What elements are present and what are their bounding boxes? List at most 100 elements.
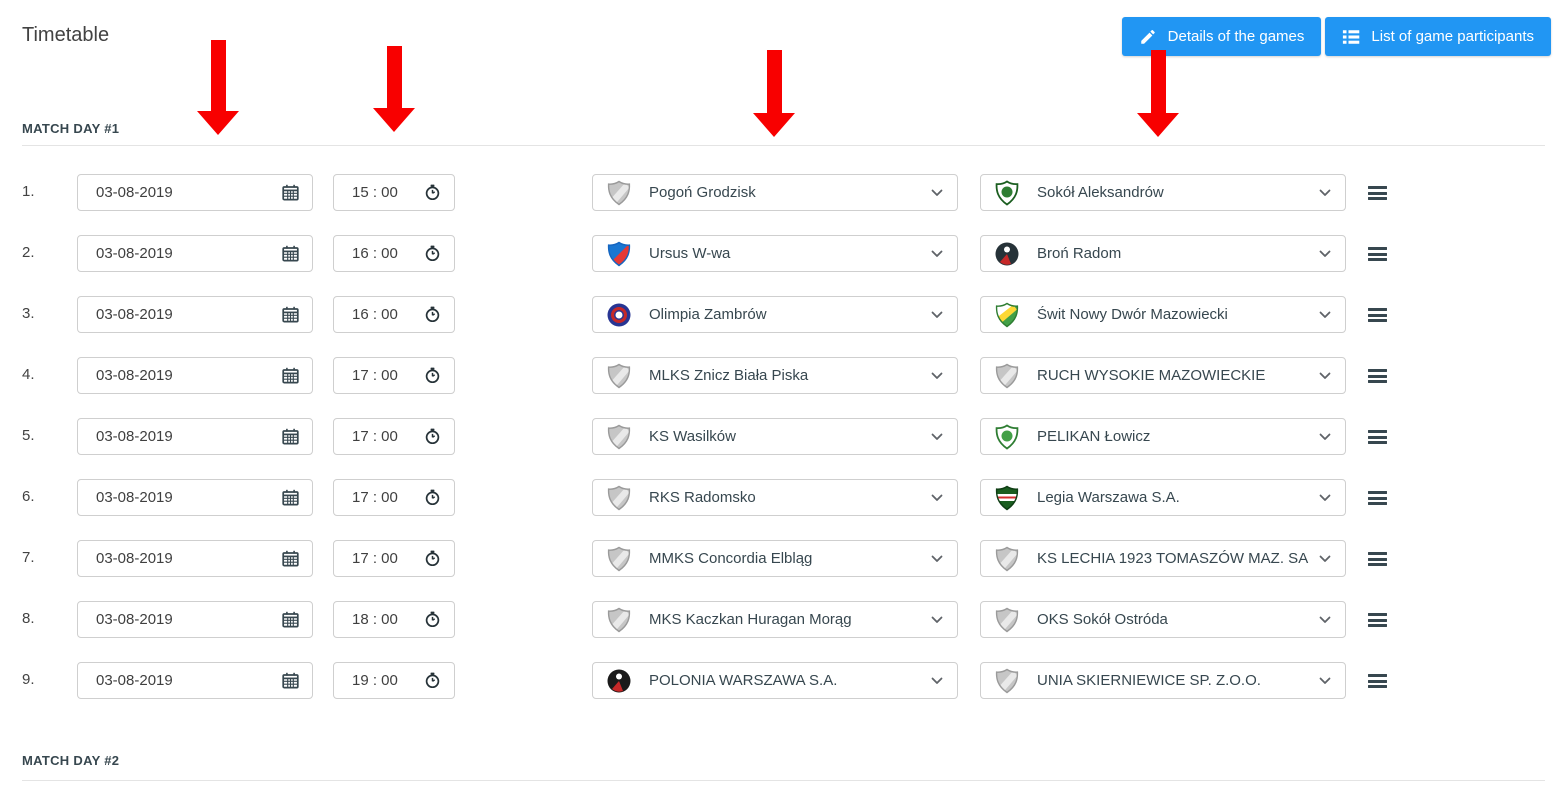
away-team-logo <box>994 363 1020 389</box>
match-row: 2. 03-08-2019 16 : 00 <box>0 235 1567 272</box>
match-row: 8. 03-08-2019 18 : 00 <box>0 601 1567 638</box>
home-team-select[interactable]: MLKS Znicz Biała Piska <box>592 357 958 394</box>
clock-icon <box>424 428 441 445</box>
red-arrow-away-team-column <box>1137 50 1179 137</box>
home-team-select[interactable]: Olimpia Zambrów <box>592 296 958 333</box>
chevron-down-icon <box>1319 616 1331 624</box>
details-of-games-button[interactable]: Details of the games <box>1121 17 1322 56</box>
clock-icon <box>424 672 441 689</box>
time-value: 15 : 00 <box>352 184 398 201</box>
away-team-select[interactable]: Broń Radom <box>980 235 1346 272</box>
home-team-name: Ursus W-wa <box>649 245 731 262</box>
away-team-select[interactable]: OKS Sokół Ostróda <box>980 601 1346 638</box>
date-input[interactable]: 03-08-2019 <box>77 235 313 272</box>
row-number: 9. <box>22 671 35 688</box>
away-team-select[interactable]: KS LECHIA 1923 TOMASZÓW MAZ. SA <box>980 540 1346 577</box>
date-input[interactable]: 03-08-2019 <box>77 357 313 394</box>
time-input[interactable]: 17 : 00 <box>333 357 455 394</box>
drag-handle-icon[interactable] <box>1368 308 1387 325</box>
drag-handle-icon[interactable] <box>1368 613 1387 630</box>
away-team-select[interactable]: PELIKAN Łowicz <box>980 418 1346 455</box>
calendar-icon <box>282 367 299 384</box>
away-team-name: UNIA SKIERNIEWICE SP. Z.O.O. <box>1037 672 1261 689</box>
home-team-select[interactable]: KS Wasilków <box>592 418 958 455</box>
home-team-logo <box>606 424 632 450</box>
away-team-name: Legia Warszawa S.A. <box>1037 489 1180 506</box>
home-team-select[interactable]: MKS Kaczkan Huragan Morąg <box>592 601 958 638</box>
away-team-logo <box>994 241 1020 267</box>
chevron-down-icon <box>931 616 943 624</box>
date-input[interactable]: 03-08-2019 <box>77 296 313 333</box>
away-team-select[interactable]: Sokół Aleksandrów <box>980 174 1346 211</box>
date-input[interactable]: 03-08-2019 <box>77 601 313 638</box>
time-input[interactable]: 18 : 00 <box>333 601 455 638</box>
home-team-select[interactable]: Ursus W-wa <box>592 235 958 272</box>
away-team-select[interactable]: UNIA SKIERNIEWICE SP. Z.O.O. <box>980 662 1346 699</box>
away-team-select[interactable]: RUCH WYSOKIE MAZOWIECKIE <box>980 357 1346 394</box>
time-value: 17 : 00 <box>352 550 398 567</box>
date-input[interactable]: 03-08-2019 <box>77 540 313 577</box>
date-input[interactable]: 03-08-2019 <box>77 662 313 699</box>
chevron-down-icon <box>931 189 943 197</box>
home-team-select[interactable]: POLONIA WARSZAWA S.A. <box>592 662 958 699</box>
row-number: 5. <box>22 427 35 444</box>
chevron-down-icon <box>1319 311 1331 319</box>
toolbar: Details of the games List of game partic… <box>1121 17 1551 56</box>
drag-handle-icon[interactable] <box>1368 552 1387 569</box>
away-team-logo <box>994 485 1020 511</box>
drag-handle-icon[interactable] <box>1368 674 1387 691</box>
chevron-down-icon <box>931 555 943 563</box>
home-team-logo <box>606 546 632 572</box>
date-input[interactable]: 03-08-2019 <box>77 174 313 211</box>
details-of-games-label: Details of the games <box>1167 28 1305 45</box>
calendar-icon <box>282 428 299 445</box>
home-team-select[interactable]: Pogoń Grodzisk <box>592 174 958 211</box>
time-value: 19 : 00 <box>352 672 398 689</box>
time-value: 18 : 00 <box>352 611 398 628</box>
away-team-name: KS LECHIA 1923 TOMASZÓW MAZ. SA <box>1037 550 1309 567</box>
drag-handle-icon[interactable] <box>1368 247 1387 264</box>
row-number: 4. <box>22 366 35 383</box>
list-of-participants-label: List of game participants <box>1371 28 1534 45</box>
away-team-logo <box>994 302 1020 328</box>
match-row: 4. 03-08-2019 17 : 00 <box>0 357 1567 394</box>
home-team-name: POLONIA WARSZAWA S.A. <box>649 672 838 689</box>
home-team-name: MMKS Concordia Elbląg <box>649 550 813 567</box>
time-input[interactable]: 17 : 00 <box>333 418 455 455</box>
drag-handle-icon[interactable] <box>1368 491 1387 508</box>
drag-handle-icon[interactable] <box>1368 369 1387 386</box>
time-input[interactable]: 17 : 00 <box>333 540 455 577</box>
time-input[interactable]: 16 : 00 <box>333 235 455 272</box>
away-team-name: PELIKAN Łowicz <box>1037 428 1151 445</box>
calendar-icon <box>282 489 299 506</box>
time-input[interactable]: 15 : 00 <box>333 174 455 211</box>
home-team-select[interactable]: RKS Radomsko <box>592 479 958 516</box>
home-team-select[interactable]: MMKS Concordia Elbląg <box>592 540 958 577</box>
chevron-down-icon <box>1319 250 1331 258</box>
time-value: 17 : 00 <box>352 367 398 384</box>
date-input[interactable]: 03-08-2019 <box>77 418 313 455</box>
time-input[interactable]: 19 : 00 <box>333 662 455 699</box>
away-team-select[interactable]: Legia Warszawa S.A. <box>980 479 1346 516</box>
match-row: 9. 03-08-2019 19 : 00 <box>0 662 1567 699</box>
drag-handle-icon[interactable] <box>1368 430 1387 447</box>
time-input[interactable]: 16 : 00 <box>333 296 455 333</box>
drag-handle-icon[interactable] <box>1368 186 1387 203</box>
red-arrow-date-column <box>197 40 239 135</box>
match-row: 7. 03-08-2019 17 : 00 <box>0 540 1567 577</box>
time-input[interactable]: 17 : 00 <box>333 479 455 516</box>
list-of-participants-button[interactable]: List of game participants <box>1325 17 1551 56</box>
away-team-name: OKS Sokół Ostróda <box>1037 611 1168 628</box>
time-value: 17 : 00 <box>352 428 398 445</box>
away-team-select[interactable]: Świt Nowy Dwór Mazowiecki <box>980 296 1346 333</box>
match-row: 5. 03-08-2019 17 : 00 <box>0 418 1567 455</box>
chevron-down-icon <box>931 433 943 441</box>
chevron-down-icon <box>1319 677 1331 685</box>
date-input[interactable]: 03-08-2019 <box>77 479 313 516</box>
away-team-name: Sokół Aleksandrów <box>1037 184 1164 201</box>
calendar-icon <box>282 672 299 689</box>
chevron-down-icon <box>1319 433 1331 441</box>
clock-icon <box>424 611 441 628</box>
match-row: 3. 03-08-2019 16 : 00 <box>0 296 1567 333</box>
clock-icon <box>424 245 441 262</box>
